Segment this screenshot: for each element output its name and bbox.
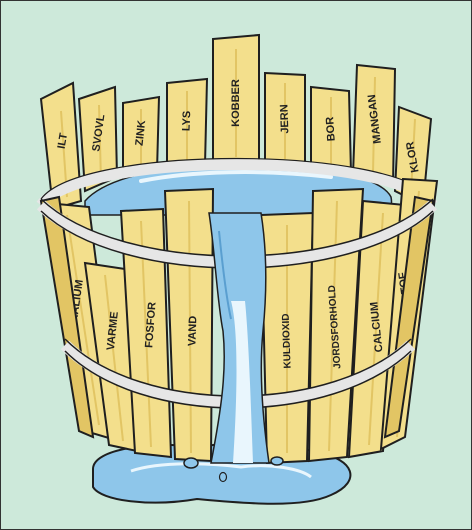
stave-label: KULDIOXID [281,313,294,368]
back-stave-6: BOR [311,87,351,173]
droplet [184,458,198,468]
back-stave-7: MANGAN [353,65,395,185]
droplet [220,473,227,482]
back-stave-4: KOBBER [213,35,259,165]
droplet [271,457,283,465]
back-stave-3: LYS [167,79,207,169]
stave-label: VAND [186,316,199,347]
stave-label: LYS [181,111,194,132]
stave-label: KOBBER [230,79,242,127]
stave-label: JERN [278,104,291,134]
stave-label: BOR [324,116,338,141]
back-stave-5: JERN [265,73,305,167]
